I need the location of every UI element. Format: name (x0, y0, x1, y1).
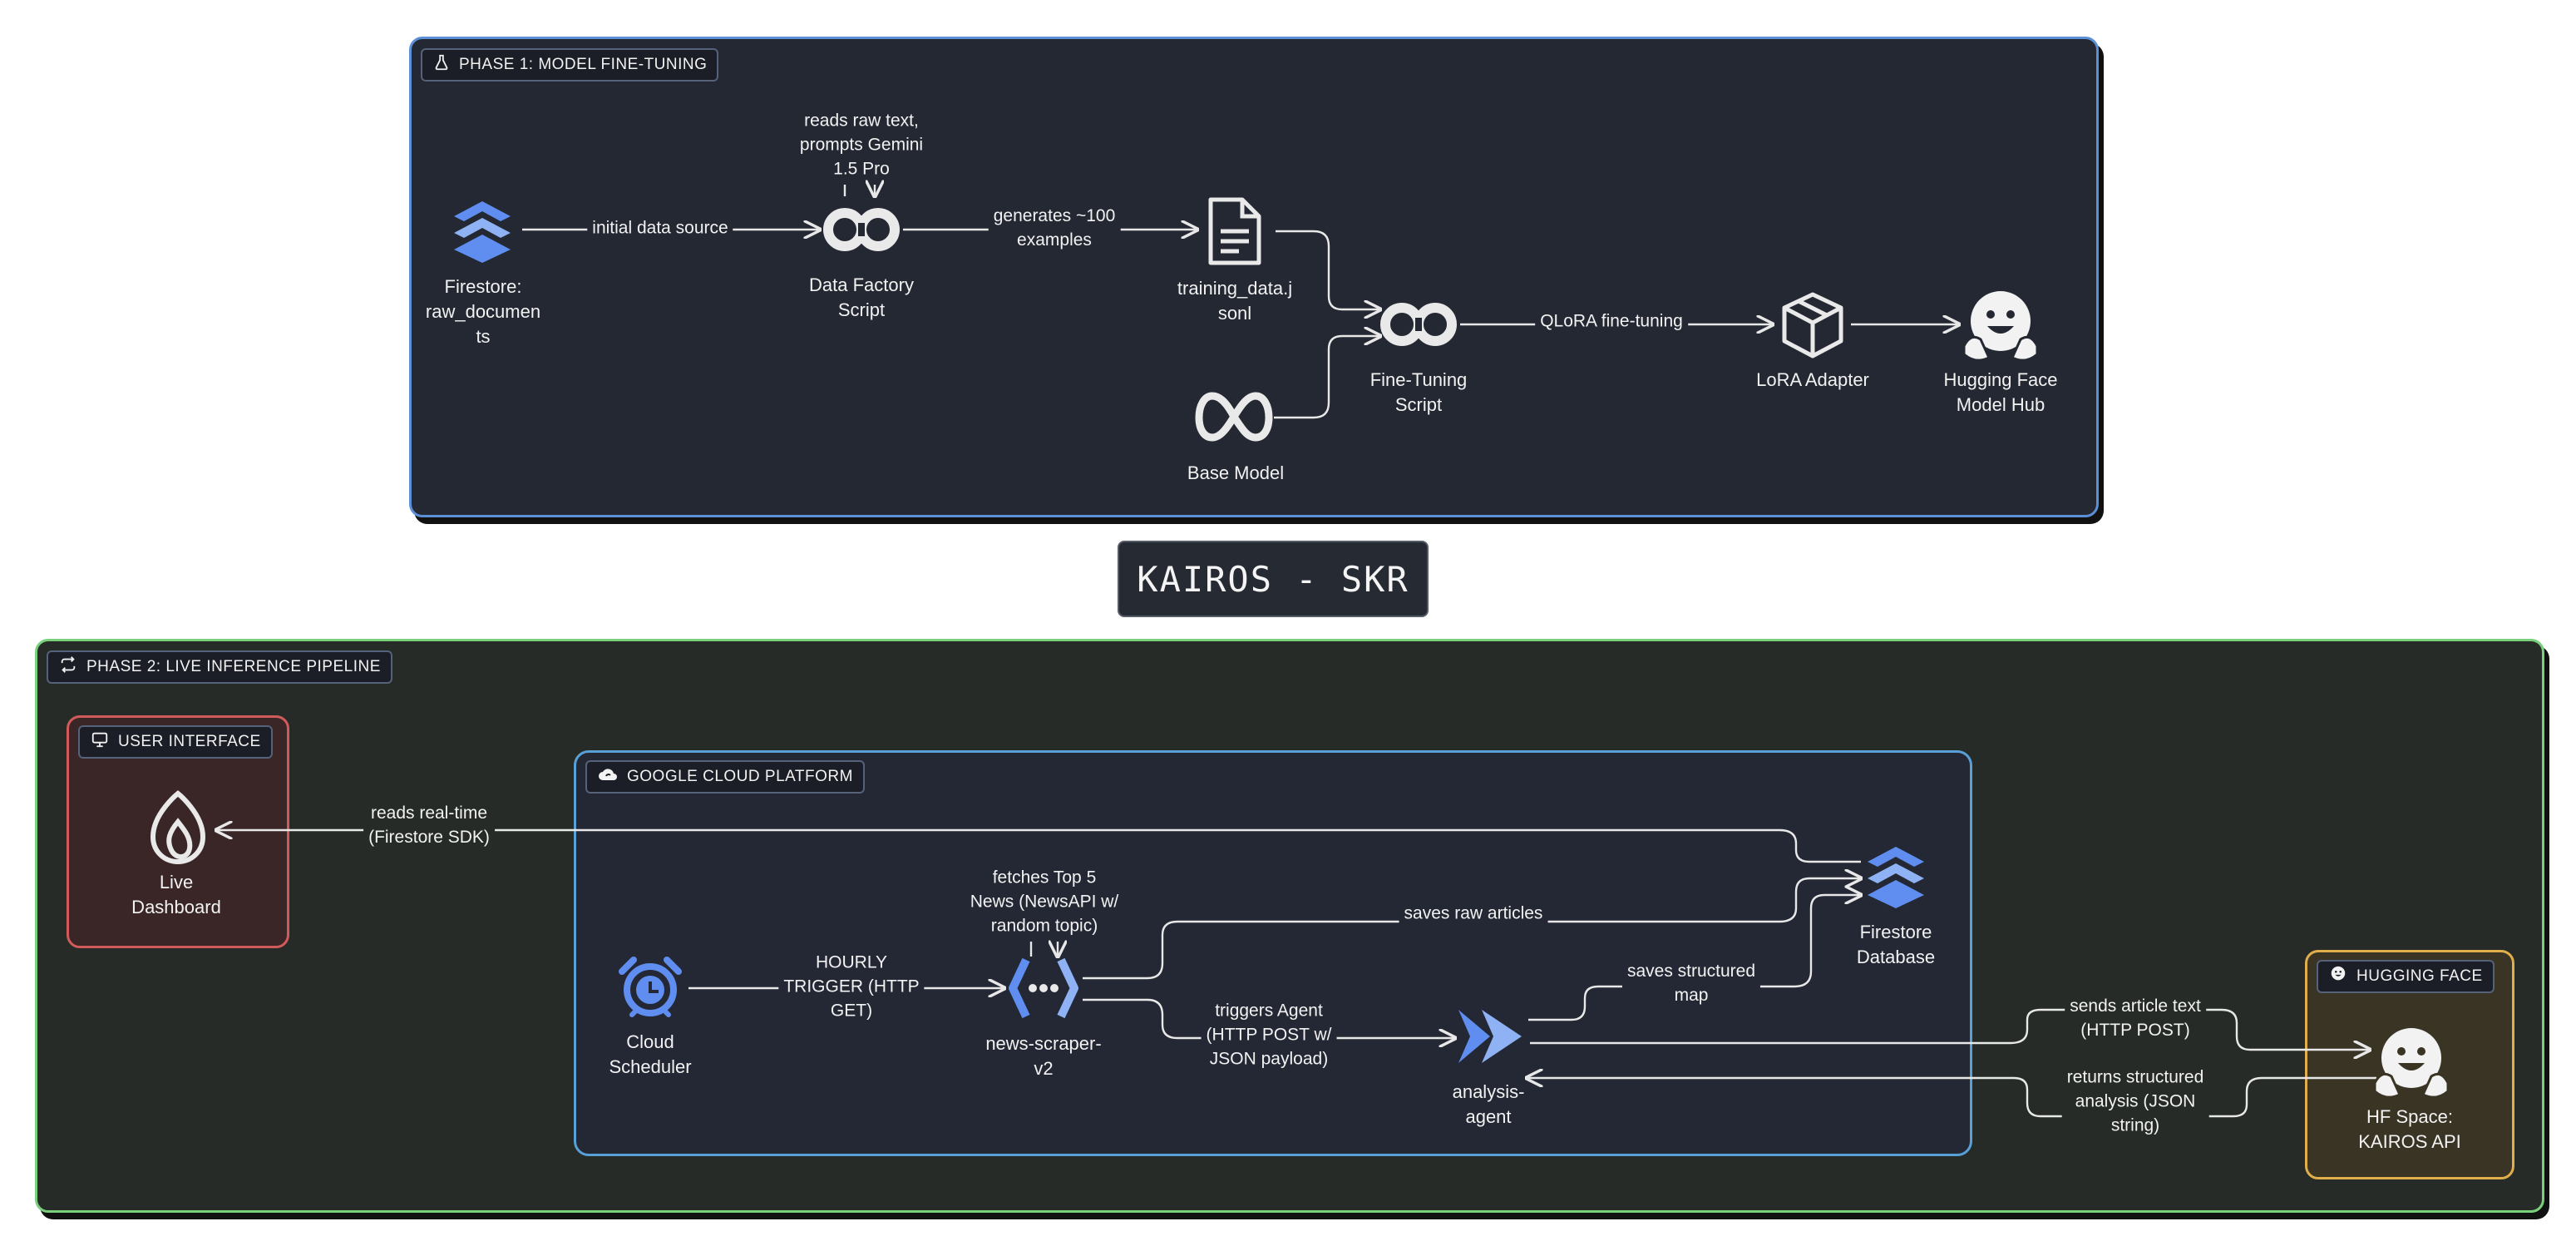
firestore-icon (452, 200, 512, 267)
fine-tuning-label: Fine-Tuning Script (1369, 369, 1468, 415)
data-factory-label: Data Factory Script (809, 274, 914, 320)
agent-icon (1455, 1006, 1525, 1071)
edge-label-generates: generates ~100 examples (988, 202, 1121, 254)
edge-label-reads-raw: reads raw text, prompts Gemini 1.5 Pro (799, 111, 924, 179)
user-interface-badge: USER INTERFACE (78, 725, 273, 759)
firestore-icon (1866, 845, 1926, 912)
phase2-badge: PHASE 2: LIVE INFERENCE PIPELINE (47, 650, 392, 684)
gcp-badge: GOOGLE CLOUD PLATFORM (585, 760, 865, 794)
hugging-face-badge-label: HUGGING FACE (2356, 967, 2483, 985)
firebase-icon (143, 789, 213, 871)
agent-label: analysis- agent (1452, 1081, 1525, 1127)
edge-label-hourly: HOURLY TRIGGER (HTTP GET) (778, 948, 925, 1025)
edge-label-reads-realtime: reads real-time (Firestore SDK) (363, 799, 495, 851)
flask-icon (432, 53, 451, 77)
edge-label-sends-article: sends article text (HTTP POST) (2065, 992, 2206, 1044)
edge-label-qlora: QLoRA fine-tuning (1535, 307, 1688, 335)
edge-label-initial-source: initial data source (587, 214, 733, 242)
edge-label-saves-structured: saves structured map (1621, 957, 1761, 1009)
edge-label-fetches: fetches Top 5 News (NewsAPI w/ random to… (970, 868, 1119, 936)
colab-icon (1379, 299, 1458, 354)
hugging-face-icon (2328, 965, 2348, 988)
scheduler-label: Cloud Scheduler (609, 1031, 692, 1077)
live-dashboard-label: Live Dashboard (131, 872, 221, 917)
hf-hub-label: Hugging Face Model Hub (1943, 369, 2058, 415)
hugging-face-icon (1959, 288, 2042, 368)
loop-icon (58, 655, 78, 679)
colab-icon (822, 205, 901, 259)
base-model-label: Base Model (1187, 462, 1285, 483)
cloud-icon (597, 765, 619, 789)
diagram-title: KAIROS - SKR (1118, 541, 1429, 617)
firestore-raw-label: Firestore: raw_documen ts (425, 276, 541, 347)
document-icon (1206, 196, 1264, 270)
scraper-label: news-scraper- v2 (985, 1033, 1102, 1079)
phase1-badge: PHASE 1: MODEL FINE-TUNING (421, 48, 719, 82)
phase1-badge-label: PHASE 1: MODEL FINE-TUNING (459, 56, 708, 73)
hugging-face-icon (2370, 1025, 2453, 1105)
hf-space-label: HF Space: KAIROS API (2358, 1106, 2461, 1152)
lora-label: LoRA Adapter (1756, 369, 1869, 390)
training-data-label: training_data.j sonl (1177, 278, 1293, 324)
monitor-icon (90, 730, 110, 754)
firestore-db-label: Firestore Database (1856, 922, 1936, 967)
user-interface-badge-label: USER INTERFACE (118, 733, 261, 750)
meta-icon (1194, 391, 1274, 447)
gcp-badge-label: GOOGLE CLOUD PLATFORM (627, 768, 853, 785)
alarm-icon (617, 955, 683, 1026)
edge-label-triggers: triggers Agent (HTTP POST w/ JSON payloa… (1201, 996, 1337, 1073)
hugging-face-badge: HUGGING FACE (2317, 960, 2495, 993)
cloud-run-icon (1008, 955, 1079, 1026)
box-icon (1779, 291, 1846, 363)
edge-label-returns-structured: returns structured analysis (JSON string… (2061, 1063, 2209, 1140)
phase2-badge-label: PHASE 2: LIVE INFERENCE PIPELINE (86, 658, 381, 675)
edge-label-saves-raw: saves raw articles (1399, 899, 1548, 927)
